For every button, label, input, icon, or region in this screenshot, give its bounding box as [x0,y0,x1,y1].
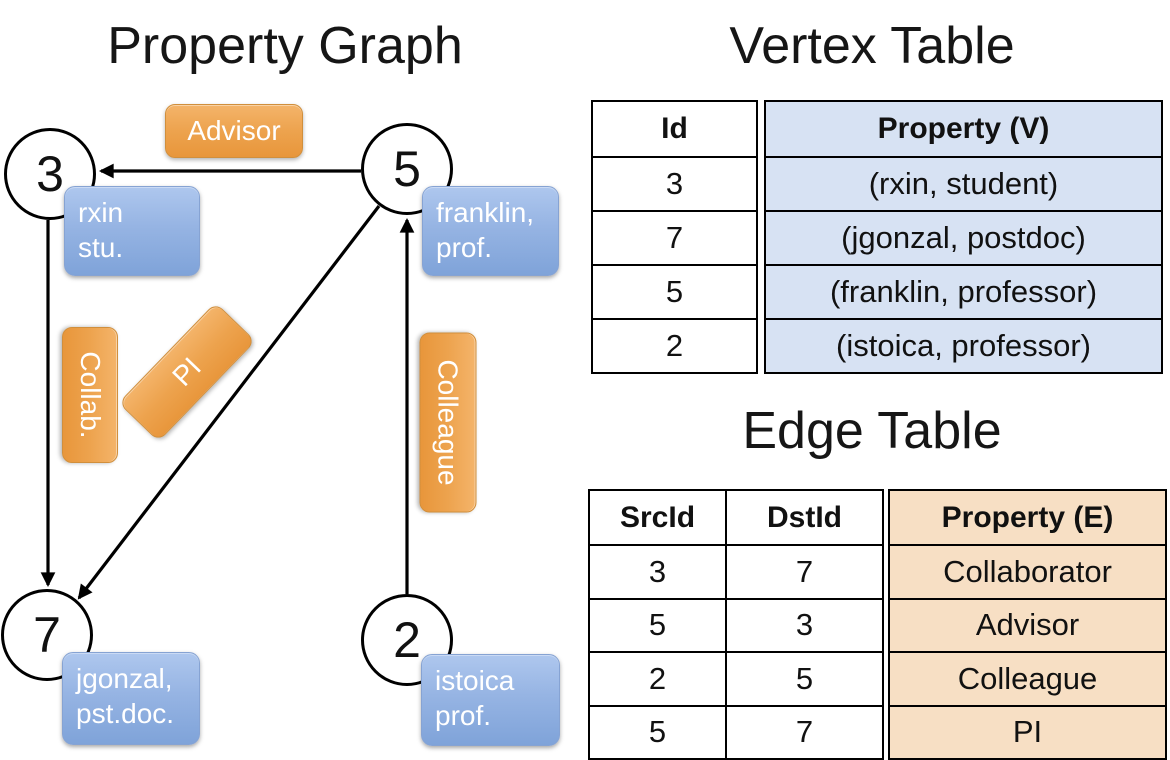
vertex-box-jgonzal: jgonzal, pst.doc. [62,652,200,745]
edge-table-title: Edge Table [742,402,1002,460]
edge-label-colleague: Colleague [419,332,477,513]
vertex-box-jgonzal-line2: pst.doc. [76,698,175,729]
edge-table-property-header: Property (E) [941,500,1114,534]
vertex-property-cell: (jgonzal, postdoc) [766,210,1161,264]
property-graph-title: Property Graph [107,17,463,75]
vertex-box-franklin: franklin, prof. [422,186,559,276]
vertex-id-cell: 2 [593,318,756,372]
vertex-property-cell: (rxin, student) [766,156,1161,210]
edge-label-advisor: Advisor [165,104,303,158]
vertex-property-cell: (franklin, professor) [766,264,1161,318]
edge-property-cell: Collaborator [890,544,1165,597]
vertex-id-cell: 3 [593,156,756,210]
node-2-id: 2 [393,612,421,668]
edge-label-collab: Collab. [62,327,118,463]
node-7-id: 7 [33,607,61,663]
edge-src-cell: 3 [590,544,727,598]
edge-dst-cell: 5 [727,651,882,704]
edge-pi-5-to-7 [77,205,381,600]
vertex-box-rxin: rxin stu. [64,186,200,276]
edge-table-dst-header: DstId [767,500,842,534]
edge-src-cell: 5 [590,704,727,758]
edge-label-pi-text: PI [166,351,207,392]
vertex-box-istoica-line1: istoica [435,665,515,696]
vertex-table-property-header: Property (V) [877,112,1050,145]
vertex-table-id-header: Id [661,112,688,145]
vertex-box-istoica: istoica prof. [421,654,560,746]
graph-node-3: 3 [4,128,96,220]
vertex-table-title: Vertex Table [729,17,1015,75]
vertex-property-cell: (istoica, professor) [766,318,1161,372]
edge-table-ids-columns: SrcId DstId 3 7 5 3 2 5 5 7 [588,489,884,760]
node-5-id: 5 [393,141,421,197]
vertex-table-id-column: Id 3 7 5 2 [591,100,758,374]
edge-dst-cell: 7 [727,704,882,758]
edge-dst-cell: 3 [727,597,882,651]
edge-property-cell: PI [890,704,1165,758]
edge-label-colleague-text: Colleague [433,359,464,486]
vertex-table-property-column: Property (V) (rxin, student) (jgonzal, p… [764,100,1163,374]
edge-label-collab-text: Collab. [75,351,106,439]
vertex-box-istoica-line2: prof. [435,700,492,731]
node-3-id: 3 [36,146,64,202]
vertex-box-franklin-line2: prof. [436,232,493,263]
edge-src-cell: 2 [590,651,727,705]
edge-property-cell: Colleague [890,651,1165,704]
vertex-id-cell: 5 [593,264,756,318]
edge-property-cell: Advisor [890,597,1165,651]
vertex-id-cell: 7 [593,210,756,264]
edge-label-advisor-text: Advisor [187,115,281,146]
edge-dst-cell: 7 [727,544,882,597]
vertex-box-jgonzal-line1: jgonzal, [76,663,173,694]
vertex-box-franklin-line1: franklin, [436,197,535,228]
edge-table-property-column: Property (E) Collaborator Advisor Collea… [888,489,1167,760]
vertex-box-rxin-line2: stu. [78,232,124,263]
edge-src-cell: 5 [590,597,727,652]
vertex-box-rxin-line1: rxin [78,197,124,228]
edge-table-src-header: SrcId [590,491,727,545]
